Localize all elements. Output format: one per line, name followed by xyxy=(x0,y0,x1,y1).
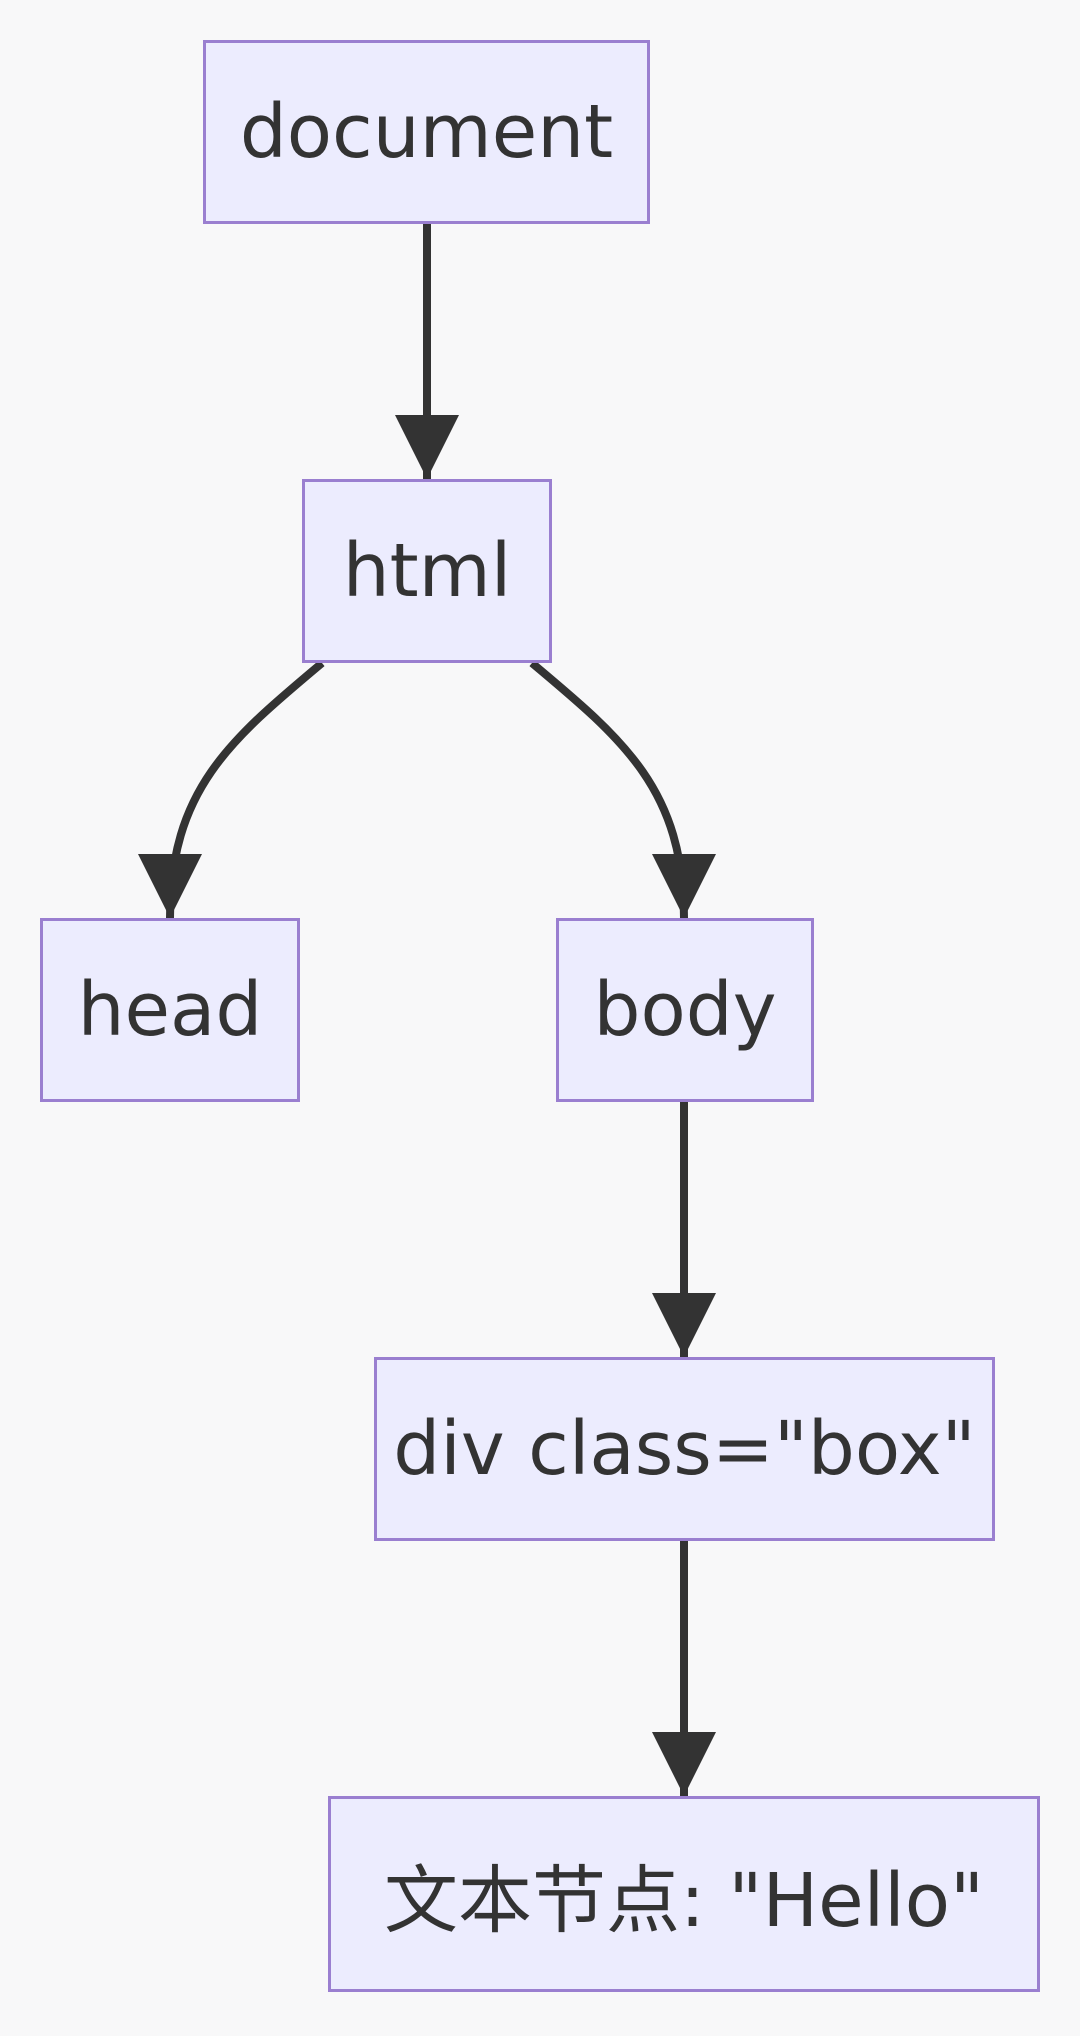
node-document: document xyxy=(203,40,650,224)
node-document-label: document xyxy=(239,89,614,175)
node-html: html xyxy=(302,479,552,663)
edge-html-head xyxy=(138,659,325,919)
node-text-hello-label: 文本节点: "Hello" xyxy=(383,1857,985,1944)
node-div-box-label: div class="box" xyxy=(393,1406,976,1492)
node-head: head xyxy=(40,918,300,1102)
node-body: body xyxy=(556,918,814,1102)
node-head-label: head xyxy=(77,967,263,1053)
node-text-hello: 文本节点: "Hello" xyxy=(328,1796,1040,1992)
edge-html-body xyxy=(529,659,716,919)
node-html-label: html xyxy=(342,528,512,614)
node-div-box: div class="box" xyxy=(374,1357,995,1541)
node-body-label: body xyxy=(593,967,777,1053)
